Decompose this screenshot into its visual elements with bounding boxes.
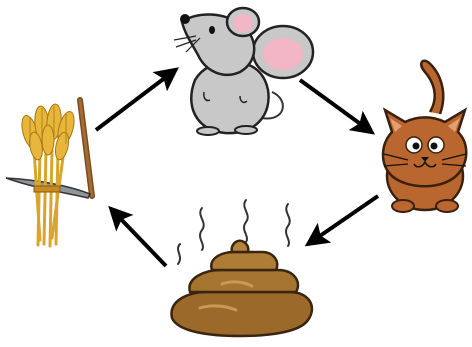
cat-icon	[383, 61, 466, 212]
arrow-wheat-to-mouse	[96, 74, 170, 130]
wheat-and-scythe-icon	[6, 100, 92, 246]
mouse-icon	[174, 8, 313, 135]
arrow-poop-to-wheat	[116, 214, 166, 266]
arrow-mouse-to-cat	[300, 80, 366, 128]
poop-icon	[172, 200, 312, 336]
arrow-cat-to-poop	[314, 196, 378, 240]
